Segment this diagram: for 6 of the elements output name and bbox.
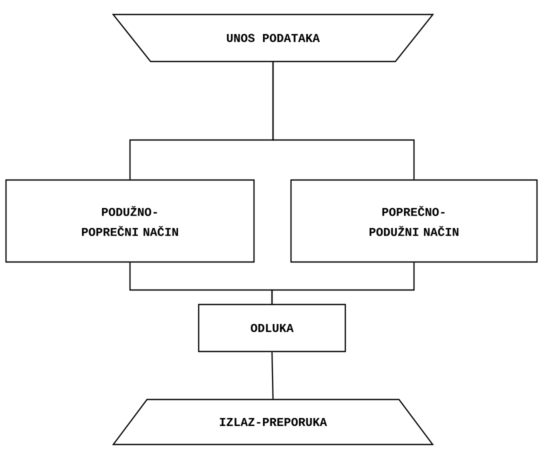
connector-line: [271, 352, 274, 399]
connector-line: [272, 62, 415, 180]
process-box: PODUŽNO-POPREČNI NAČIN: [5, 179, 255, 263]
process-box: ODLUKA: [198, 304, 346, 352]
connector-line: [271, 262, 415, 304]
process-box: POPREČNO-PODUŽNI NAČIN: [290, 179, 538, 263]
